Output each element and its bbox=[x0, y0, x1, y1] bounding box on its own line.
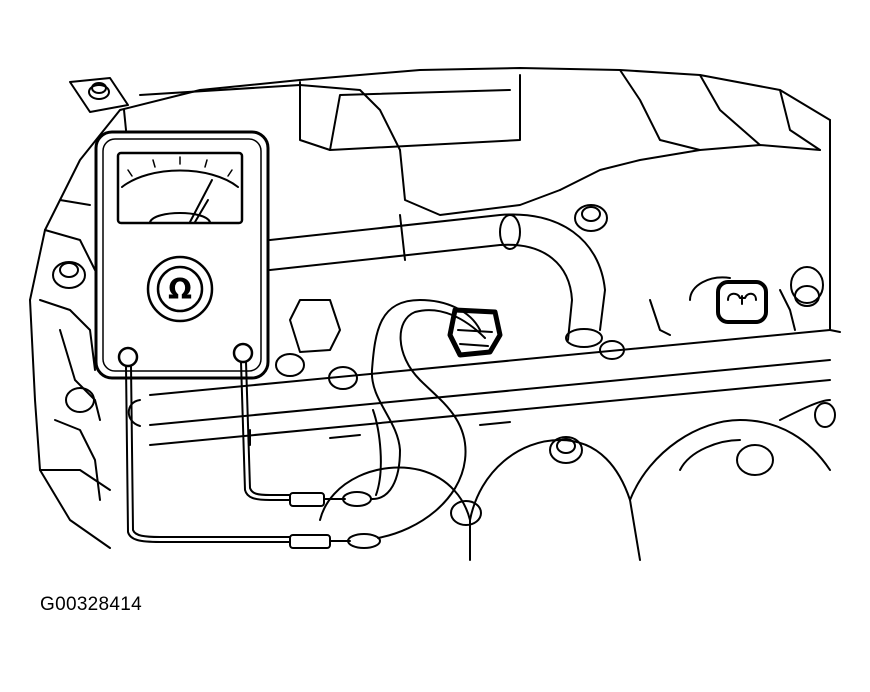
ohm-symbol: Ω bbox=[168, 273, 192, 306]
mounting-bolt bbox=[69, 77, 129, 131]
ohmmeter bbox=[94, 130, 270, 380]
engine-block bbox=[29, 67, 831, 549]
positive-test-jack bbox=[232, 342, 254, 364]
test-probe-lower bbox=[289, 534, 331, 549]
fuel-injectors bbox=[289, 276, 796, 353]
heater-hose bbox=[269, 213, 606, 348]
test-leads bbox=[125, 299, 486, 549]
analog-gauge bbox=[116, 151, 244, 225]
tested-injector-connector bbox=[447, 307, 503, 358]
range-selector-dial bbox=[146, 255, 214, 323]
manifold-bolts bbox=[52, 204, 836, 526]
fuel-rail bbox=[127, 329, 841, 446]
figure-id-label: G00328414 bbox=[40, 594, 143, 615]
injector-connector bbox=[716, 280, 768, 324]
negative-test-jack bbox=[117, 346, 139, 368]
test-probe-upper bbox=[289, 492, 325, 507]
